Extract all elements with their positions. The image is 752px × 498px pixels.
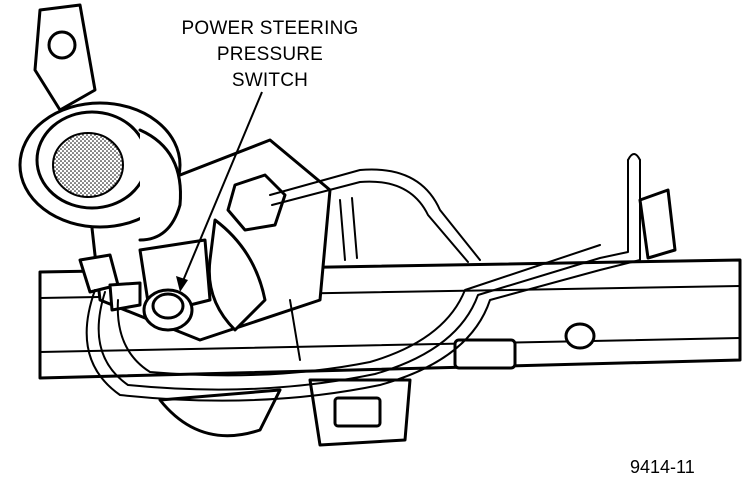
tube-fittings <box>78 173 677 312</box>
callout-leader <box>176 91 263 292</box>
callout-line-3: SWITCH <box>231 70 309 91</box>
callout-label: POWER STEERING PRESSURE SWITCH <box>150 16 390 94</box>
callout-line-1: POWER STEERING <box>181 18 359 39</box>
callout-line-2: PRESSURE <box>216 44 324 65</box>
lower-mount-bolt <box>158 378 412 447</box>
figure-number: 9414-11 <box>630 457 695 477</box>
input-shaft-coupling <box>18 3 182 242</box>
hydraulic-lines <box>85 153 641 402</box>
